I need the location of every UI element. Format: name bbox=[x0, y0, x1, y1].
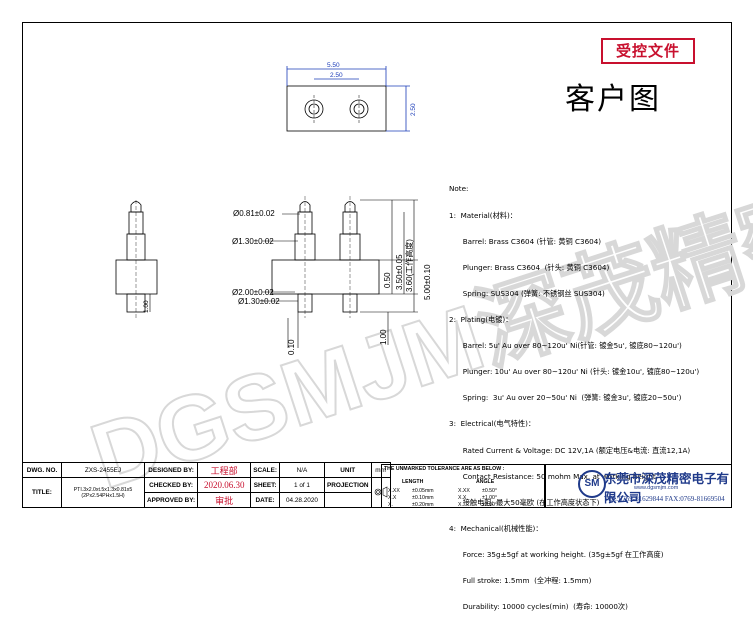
tolerance-title: THE UNMARKED TOLERANCE ARE AS BELOW : bbox=[384, 466, 505, 472]
designed-by-label: DESIGNED BY: bbox=[143, 462, 199, 478]
dim-barrel-diameter: Ø2.00±0.02 bbox=[232, 288, 274, 297]
title-line-2: (2Px2.54PHx1.5H) bbox=[81, 492, 125, 499]
note-line: 接触电阻: 最大50毫欧 (在工作高度状态下) bbox=[449, 497, 600, 507]
dim-t-010: 0.10 bbox=[287, 339, 296, 355]
drawing-sheet-border bbox=[22, 22, 732, 508]
dim-h-500: 5.00±0.10 bbox=[423, 264, 432, 300]
tol-ang-val: ±1.00° bbox=[482, 495, 498, 501]
tolerance-angle-label: ANGLE bbox=[476, 479, 495, 485]
checked-by-value: 2020.06.30 bbox=[197, 477, 252, 493]
scale-label: SCALE: bbox=[250, 462, 280, 478]
dwg-no-label: DWG. NO. bbox=[22, 462, 62, 478]
note-line: Force: 35g±5gf at working height. (35g±5… bbox=[449, 549, 664, 559]
note-line: 2: Plating(电镀)： bbox=[449, 314, 513, 324]
unit-label: UNIT bbox=[323, 462, 372, 478]
note-line: Rated Current & Voltage: DC 12V,1A (额定电压… bbox=[449, 445, 691, 455]
title-line-1: PTI.3x2.0xt.5x1.3x0.81x5 bbox=[73, 486, 133, 493]
sheet-label: SHEET: bbox=[250, 477, 280, 493]
tol-len-val: ±0.05mm bbox=[412, 488, 434, 494]
date-value: 04.28.2020 bbox=[278, 492, 325, 508]
projection-label: PROJECTION bbox=[323, 477, 372, 493]
dim-top-width: 5.50 bbox=[327, 62, 340, 69]
dim-h-050: 0.50 bbox=[383, 272, 392, 288]
notes-head: Note: bbox=[449, 184, 469, 194]
tol-len-val: ±0.10mm bbox=[412, 495, 434, 501]
note-line: Spring: 3u' Au over 20~50u' Ni (弹簧: 镀金3u… bbox=[449, 393, 682, 403]
note-line: 4: Mechanical(机械性能)： bbox=[449, 523, 543, 533]
scale-value: N/A bbox=[278, 462, 325, 478]
checked-by-label: CHECKED BY: bbox=[143, 477, 199, 493]
top-view-body bbox=[286, 85, 387, 132]
tolerance-length-label: LENGTH bbox=[402, 479, 424, 485]
note-line: Durability: 10000 cycles(min) (寿命: 10000… bbox=[449, 602, 628, 612]
tol-ang-val: ±0.50° bbox=[482, 488, 498, 494]
dim-tip-diameter: Ø0.81±0.02 bbox=[233, 209, 275, 218]
projection-blank bbox=[323, 492, 372, 508]
company-name: 东莞市深茂精密电子有限公司 bbox=[604, 471, 730, 505]
company-logo: SM bbox=[578, 470, 606, 498]
company-contact: TEL:0769-81629844 FAX:0769-81669504 bbox=[604, 495, 725, 503]
note-line: 3: Electrical(电气特性)： bbox=[449, 419, 536, 429]
dim-tail-diameter: Ø1.30±0.02 bbox=[238, 297, 280, 306]
company-url: www.dgsmjm.com bbox=[634, 485, 679, 491]
tol-ang-key: X.X bbox=[458, 495, 467, 501]
tol-len-key: X.XX bbox=[388, 488, 400, 494]
note-line: Full stroke: 1.5mm (全冲程: 1.5mm) bbox=[449, 576, 592, 586]
controlled-document-stamp: 受控文件 bbox=[601, 38, 695, 64]
dim-plunger-diameter: Ø1.30±0.02 bbox=[232, 237, 274, 246]
note-line: 1: Material(材料)： bbox=[449, 210, 517, 220]
dwg-no-value: ZXS-2455EJ bbox=[61, 462, 145, 478]
note-line: Barrel: 5u' Au over 80~120u' Ni(针管: 镀金5u… bbox=[449, 341, 682, 351]
approved-by-label: APPROVED BY: bbox=[143, 492, 199, 508]
tol-len-key: X.X bbox=[388, 495, 397, 501]
dim-tail-100: 1.00 bbox=[379, 329, 388, 345]
note-line: Plunger: 10u' Au over 80~120u' Ni (针头: 镀… bbox=[449, 367, 700, 377]
tol-len-key: X. bbox=[388, 502, 393, 508]
notes-block: Note: 1: Material(材料)： Barrel: Brass C36… bbox=[449, 168, 699, 621]
tol-ang-key: X.XX bbox=[458, 488, 470, 494]
company-block: SM 东莞市深茂精密电子有限公司 www.dgsmjm.com TEL:0769… bbox=[545, 464, 732, 508]
approved-by-value: 审批 bbox=[197, 492, 252, 508]
tolerance-block: THE UNMARKED TOLERANCE ARE AS BELOW : LE… bbox=[381, 464, 545, 508]
dim-h-350: 3.50±0.05 bbox=[395, 254, 404, 290]
note-line: Barrel: Brass C3604 (针管: 黄铜 C3604) bbox=[449, 236, 602, 246]
title-block: DWG. NO. ZXS-2455EJ DESIGNED BY: 工程部 SCA… bbox=[22, 462, 391, 508]
projection-icon bbox=[374, 486, 387, 497]
projection-symbol bbox=[370, 477, 391, 508]
dim-side-100: 1.00 bbox=[143, 300, 150, 313]
technical-drawing: 5.50 2.50 2.50 Ø0.81±0.02 Ø1.30±0.02 Ø2.… bbox=[115, 62, 432, 355]
dim-top-pitch: 2.50 bbox=[330, 72, 343, 79]
note-line: Spring: SUS304 (弹簧: 不锈钢丝 SUS304) bbox=[449, 288, 605, 298]
tol-ang-val: ±2.00° bbox=[482, 502, 498, 508]
front-view-body bbox=[271, 259, 380, 295]
note-line: Plunger: Brass C3604 (针头: 黄铜 C3604) bbox=[449, 262, 610, 272]
customer-drawing-title: 客户图 bbox=[565, 82, 661, 117]
dim-h-360: 3.60(工作高度) bbox=[404, 239, 414, 292]
title-value: PTI.3x2.0xt.5x1.3x0.81x5 (2Px2.54PHx1.5H… bbox=[61, 477, 145, 508]
title-label: TITLE: bbox=[22, 477, 62, 508]
designed-by-value: 工程部 bbox=[197, 462, 252, 478]
date-label: DATE: bbox=[250, 492, 280, 508]
tol-len-val: ±0.20mm bbox=[412, 502, 434, 508]
dim-top-height: 2.50 bbox=[410, 103, 417, 116]
tol-ang-key: X. bbox=[458, 502, 463, 508]
sheet-value: 1 of 1 bbox=[278, 477, 325, 493]
